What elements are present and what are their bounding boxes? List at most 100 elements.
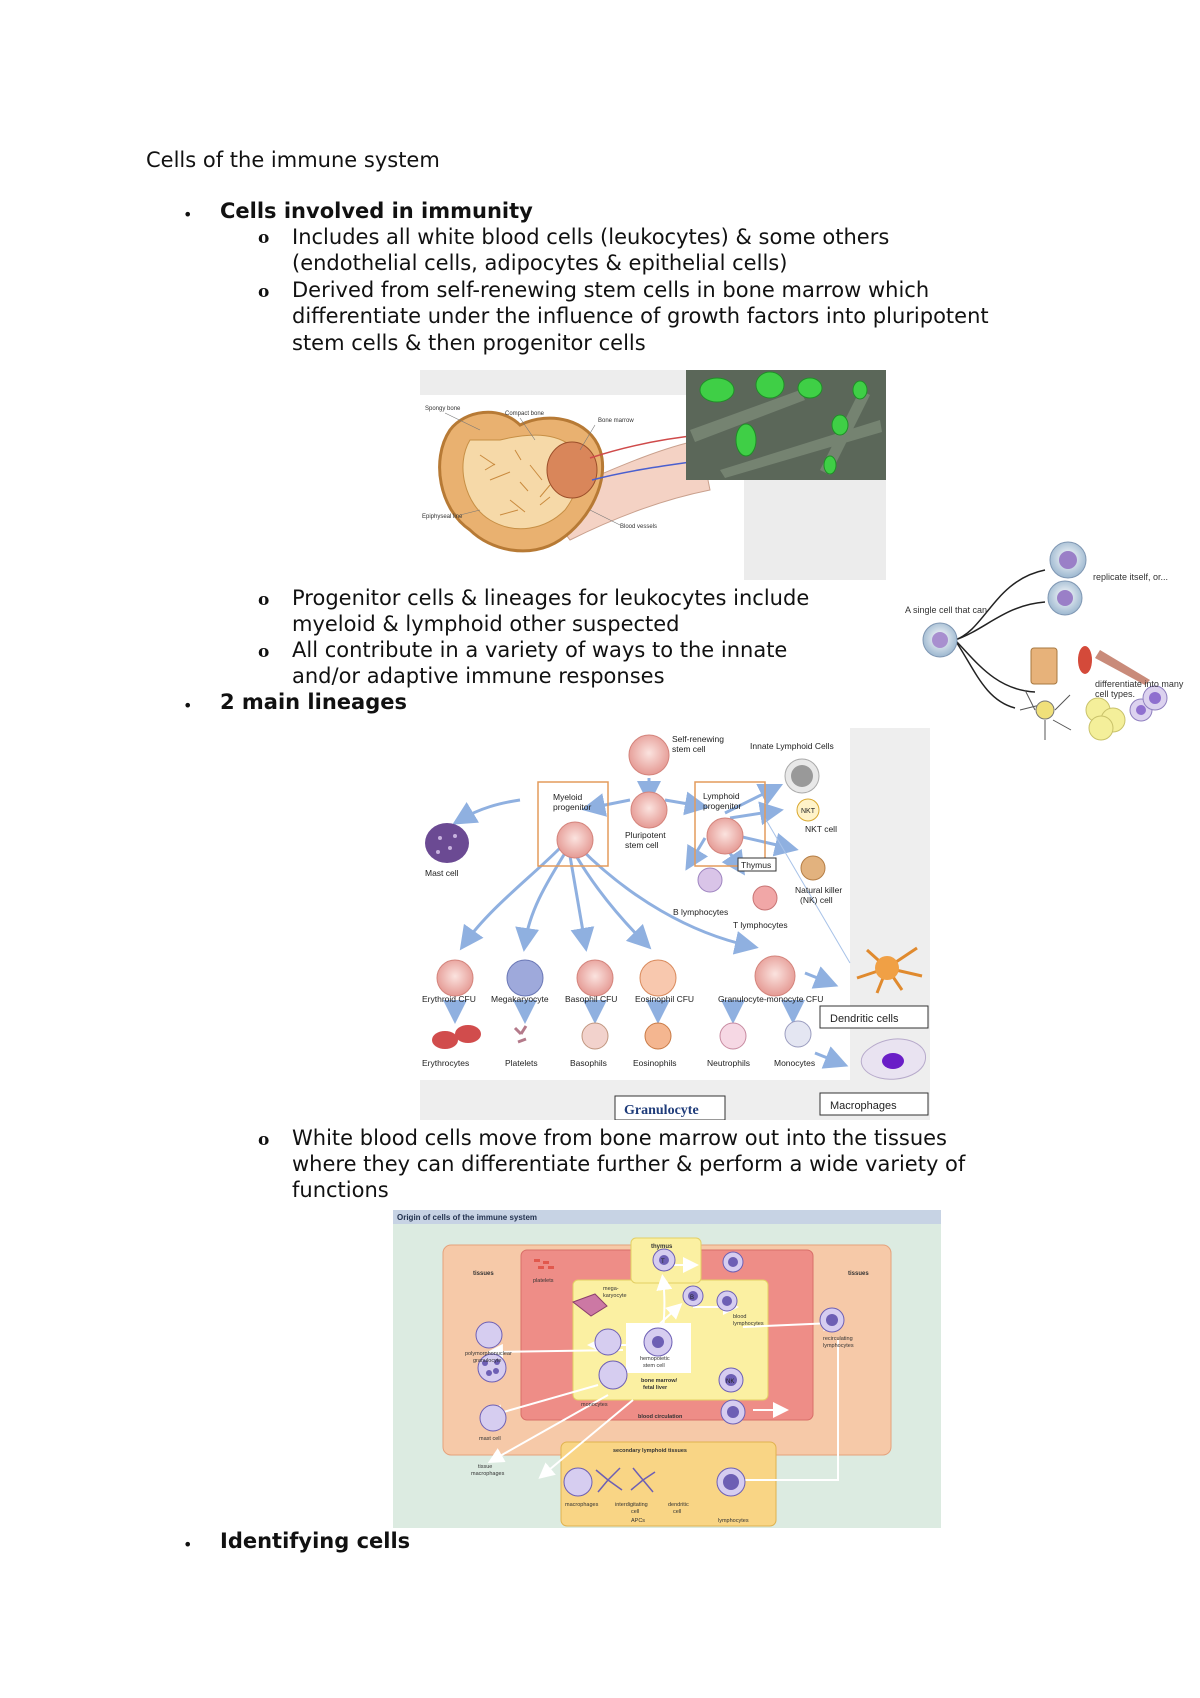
stem-cell-label: replicate itself, or...	[1093, 572, 1168, 582]
diagram-label: mast cell	[479, 1436, 501, 1442]
diagram-label: Natural killer	[795, 885, 842, 895]
diagram-label: Thymus	[741, 860, 771, 870]
diagram-label: Macrophages	[830, 1100, 897, 1112]
diagram-label: fetal liver	[643, 1385, 668, 1391]
diagram-label: Platelets	[505, 1058, 538, 1068]
stem-cell-label: A single cell that can	[905, 605, 987, 615]
diagram-label: blood	[733, 1314, 746, 1320]
bone-label: Spongy bone	[425, 406, 461, 412]
diagram-label: APCs	[631, 1518, 645, 1524]
diagram-label: bone marrow/	[641, 1378, 678, 1384]
diagram-label: macrophages	[471, 1471, 505, 1477]
diagram-label: Eosinophils	[633, 1058, 676, 1068]
paragraph-line: (endothelial cells, adipocytes & epithel…	[292, 251, 788, 275]
bullet: •	[183, 205, 193, 224]
diagram-label: Pluripotent	[625, 830, 666, 840]
diagram-label: Megakaryocyte	[491, 994, 549, 1004]
diagram-label: tissues	[848, 1271, 869, 1277]
diagram-label: stem cell	[625, 840, 659, 850]
diagram-label: Lymphoid	[703, 791, 740, 801]
diagram-label: Monocytes	[774, 1058, 815, 1068]
paragraph-line: functions	[292, 1178, 389, 1202]
diagram-label: macrophages	[565, 1502, 599, 1508]
sub-bullet: o	[258, 642, 270, 662]
diagram-label: monocytes	[581, 1402, 608, 1408]
lineage-diagram: Self-renewing stem cell Innate Lymphoid …	[420, 728, 930, 1120]
diagram-label: tissues	[473, 1271, 494, 1277]
diagram-label: Neutrophils	[707, 1058, 750, 1068]
bone-label: Bone marrow	[598, 418, 634, 424]
diagram-label: B lymphocytes	[673, 907, 728, 917]
paragraph-line: and/or adaptive immune responses	[292, 664, 665, 688]
diagram-label: T	[661, 1259, 665, 1265]
diagram-label: Basophil CFU	[565, 994, 617, 1004]
diagram-label: Myeloid	[553, 792, 583, 802]
paragraph-line: differentiate under the influence of gro…	[292, 304, 989, 328]
paragraph-line: myeloid & lymphoid other suspected	[292, 612, 680, 636]
bone-label: Compact bone	[505, 411, 545, 417]
section-heading: 2 main lineages	[220, 690, 407, 714]
diagram-label: B	[690, 1295, 694, 1301]
diagram-label: thymus	[651, 1244, 673, 1250]
diagram-label: secondary lymphoid tissues	[613, 1448, 687, 1454]
diagram-label: mega-	[603, 1286, 619, 1292]
diagram-label: cell	[673, 1509, 681, 1515]
diagram-label: Granulocyte	[624, 1103, 699, 1118]
diagram-label: progenitor	[703, 801, 741, 811]
section-heading: Cells involved in immunity	[220, 199, 533, 223]
diagram-label: Basophils	[570, 1058, 607, 1068]
diagram-label: NKT	[801, 808, 816, 815]
diagram-label: granulocyte	[473, 1358, 501, 1364]
diagram-label: lymphocytes	[823, 1343, 854, 1349]
sub-bullet: o	[258, 282, 270, 302]
diagram-label: karyocyte	[603, 1293, 627, 1299]
diagram-title: Origin of cells of the immune system	[397, 1213, 537, 1222]
diagram-label: Granulocyte-monocyte CFU	[718, 994, 823, 1004]
diagram-label: Mast cell	[425, 868, 459, 878]
diagram-label: recirculating	[823, 1336, 853, 1342]
paragraph-line: stem cells & then progenitor cells	[292, 331, 646, 355]
page-title: Cells of the immune system	[146, 148, 440, 172]
bullet: •	[183, 696, 193, 715]
diagram-label: dendritic	[668, 1502, 689, 1508]
diagram-label: Erythrocytes	[422, 1058, 469, 1068]
paragraph-line: Progenitor cells & lineages for leukocyt…	[292, 586, 810, 610]
diagram-label: lymphocytes	[733, 1321, 764, 1327]
diagram-label: cell	[631, 1509, 639, 1515]
diagram-label: lymphocytes	[718, 1518, 749, 1524]
stem-cell-label: cell types.	[1095, 689, 1135, 699]
stem-cell-figure: A single cell that can replicate itself,…	[905, 540, 1195, 746]
paragraph-line: All contribute in a variety of ways to t…	[292, 638, 788, 662]
stem-cell-label: differentiate into many	[1095, 679, 1184, 689]
origin-cells-diagram: Origin of cells of the immune system	[393, 1210, 941, 1528]
diagram-label: platelets	[533, 1278, 554, 1284]
diagram-label: stem cell	[672, 744, 706, 754]
diagram-label: polymorphonuclear	[465, 1351, 512, 1357]
diagram-label: tissue	[478, 1464, 492, 1470]
diagram-label: progenitor	[553, 802, 591, 812]
paragraph-line: Derived from self-renewing stem cells in…	[292, 278, 930, 302]
diagram-label: Eosinophil CFU	[635, 994, 694, 1004]
diagram-label: hemopoietic	[640, 1356, 670, 1362]
section-heading: Identifying cells	[220, 1529, 411, 1553]
sub-bullet: o	[258, 1130, 270, 1150]
diagram-label: Dendritic cells	[830, 1013, 899, 1025]
sub-bullet: o	[258, 590, 270, 610]
bone-label: Epiphyseal line	[422, 514, 463, 520]
bone-marrow-figure: Spongy bone Compact bone Bone marrow Epi…	[420, 370, 886, 580]
diagram-label: NKT cell	[805, 824, 837, 834]
bullet: •	[183, 1535, 193, 1554]
sub-bullet: o	[258, 228, 270, 248]
diagram-label: interdigitating	[615, 1502, 648, 1508]
diagram-label: T lymphocytes	[733, 920, 788, 930]
bone-label: Blood vessels	[620, 524, 657, 530]
paragraph-line: Includes all white blood cells (leukocyt…	[292, 225, 890, 249]
diagram-label: Self-renewing	[672, 734, 724, 744]
diagram-label: Innate Lymphoid Cells	[750, 741, 834, 751]
paragraph-line: White blood cells move from bone marrow …	[292, 1126, 947, 1150]
diagram-label: blood circulation	[638, 1414, 683, 1420]
diagram-label: stem cell	[643, 1363, 665, 1369]
diagram-label: Erythroid CFU	[422, 994, 476, 1004]
paragraph-line: where they can differentiate further & p…	[292, 1152, 966, 1176]
diagram-label: NK	[726, 1379, 734, 1385]
